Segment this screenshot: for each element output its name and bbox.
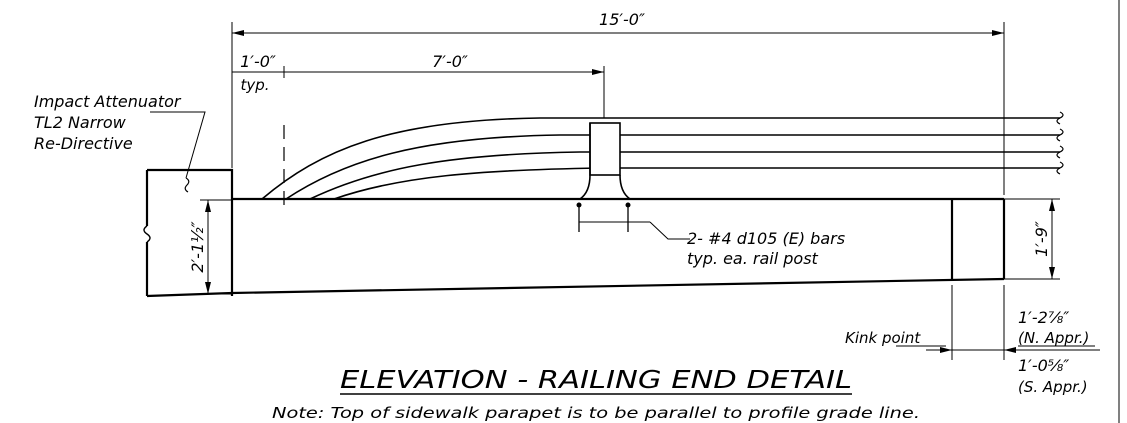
attenuator-label-2: TL2 Narrow	[34, 113, 127, 132]
attenuator-label-3: Re-Directive	[34, 134, 133, 153]
rail-post	[579, 122, 631, 200]
dimension-left-height: 2′-1½″	[188, 199, 232, 295]
dimension-right-height: 1′-9″	[1004, 198, 1060, 280]
kink-point-label: Kink point	[845, 329, 921, 347]
title-text: ELEVATION - RAILING END DETAIL	[340, 365, 852, 394]
dimension-overall: 15′-0″	[231, 10, 1005, 195]
overall-length-label: 15′-0″	[599, 10, 645, 29]
right-height-label: 1′-9″	[1032, 221, 1051, 257]
edge-offset-note: typ.	[240, 76, 269, 94]
parapet-note: Note: Top of sidewalk parapet is to be p…	[272, 404, 920, 422]
kink-south-note: (S. Appr.)	[1018, 378, 1088, 396]
dimension-offsets: 1′-0″ typ. 7′-0″	[232, 52, 605, 210]
dimension-kink: Kink point 1′-2⅞″ (N. Appr.) 1′-0⅝″ (S. …	[845, 285, 1100, 396]
parapet-end-block	[231, 197, 1006, 295]
bars-label-1: 2- #4 d105 (E) bars	[687, 229, 845, 248]
bars-label-2: typ. ea. rail post	[687, 249, 819, 268]
kink-north-label: 1′-2⅞″	[1018, 308, 1069, 327]
kink-south-label: 1′-0⅝″	[1018, 356, 1069, 375]
edge-offset-label: 1′-0″	[240, 52, 276, 71]
kink-north-note: (N. Appr.)	[1018, 329, 1089, 347]
left-height-label: 2′-1½″	[188, 221, 207, 272]
attenuator-label-1: Impact Attenuator	[34, 92, 182, 111]
dowel-bars: 2- #4 d105 (E) bars typ. ea. rail post	[576, 202, 845, 268]
drawing-title: ELEVATION - RAILING END DETAIL	[340, 365, 852, 395]
curved-rails	[261, 111, 1064, 200]
post-location-label: 7′-0″	[432, 52, 468, 71]
impact-attenuator: Impact Attenuator TL2 Narrow Re-Directiv…	[34, 92, 234, 298]
